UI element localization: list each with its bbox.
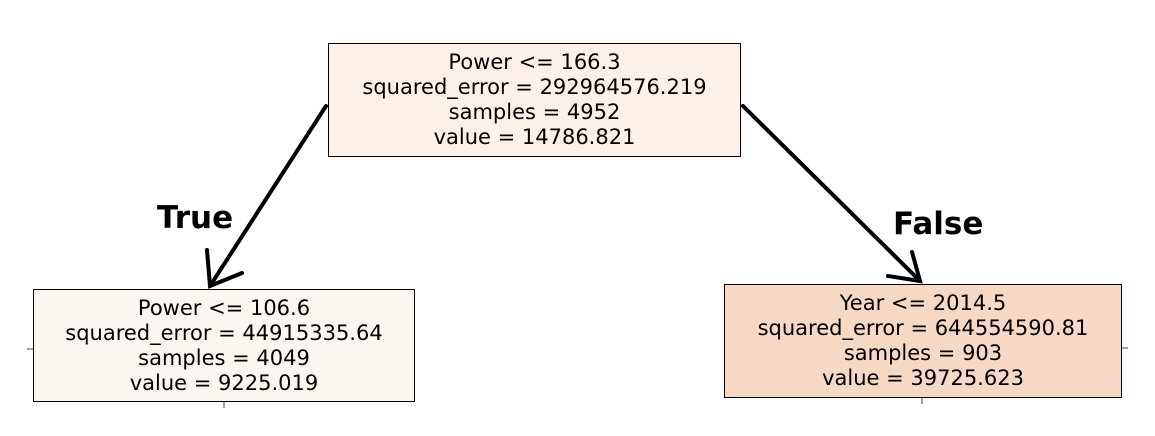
right-samples: samples = 903 [843, 341, 1003, 365]
left-samples: samples = 4049 [138, 345, 310, 370]
root-squared-error: squared_error = 292964576.219 [362, 75, 707, 99]
left-condition: Power <= 106.6 [137, 295, 311, 320]
true-edge-label: True [157, 200, 234, 236]
right-value: value = 39725.623 [822, 366, 1024, 390]
left-child-node: Power <= 106.6 squared_error = 44915335.… [33, 289, 415, 402]
root-value: value = 14786.821 [433, 125, 636, 149]
true-edge-arrow [205, 104, 328, 289]
left-squared-error: squared_error = 44915335.64 [65, 320, 383, 345]
right-condition: Year <= 2014.5 [839, 291, 1007, 315]
left-value: value = 9225.019 [129, 370, 319, 395]
false-edge-arrow [741, 104, 923, 284]
right-squared-error: squared_error = 644554590.81 [757, 316, 1089, 340]
root-node: Power <= 166.3 squared_error = 292964576… [328, 43, 741, 157]
root-condition: Power <= 166.3 [448, 50, 621, 74]
root-samples: samples = 4952 [448, 100, 621, 124]
right-child-node: Year <= 2014.5 squared_error = 644554590… [724, 284, 1122, 398]
false-edge-label: False [893, 206, 984, 242]
